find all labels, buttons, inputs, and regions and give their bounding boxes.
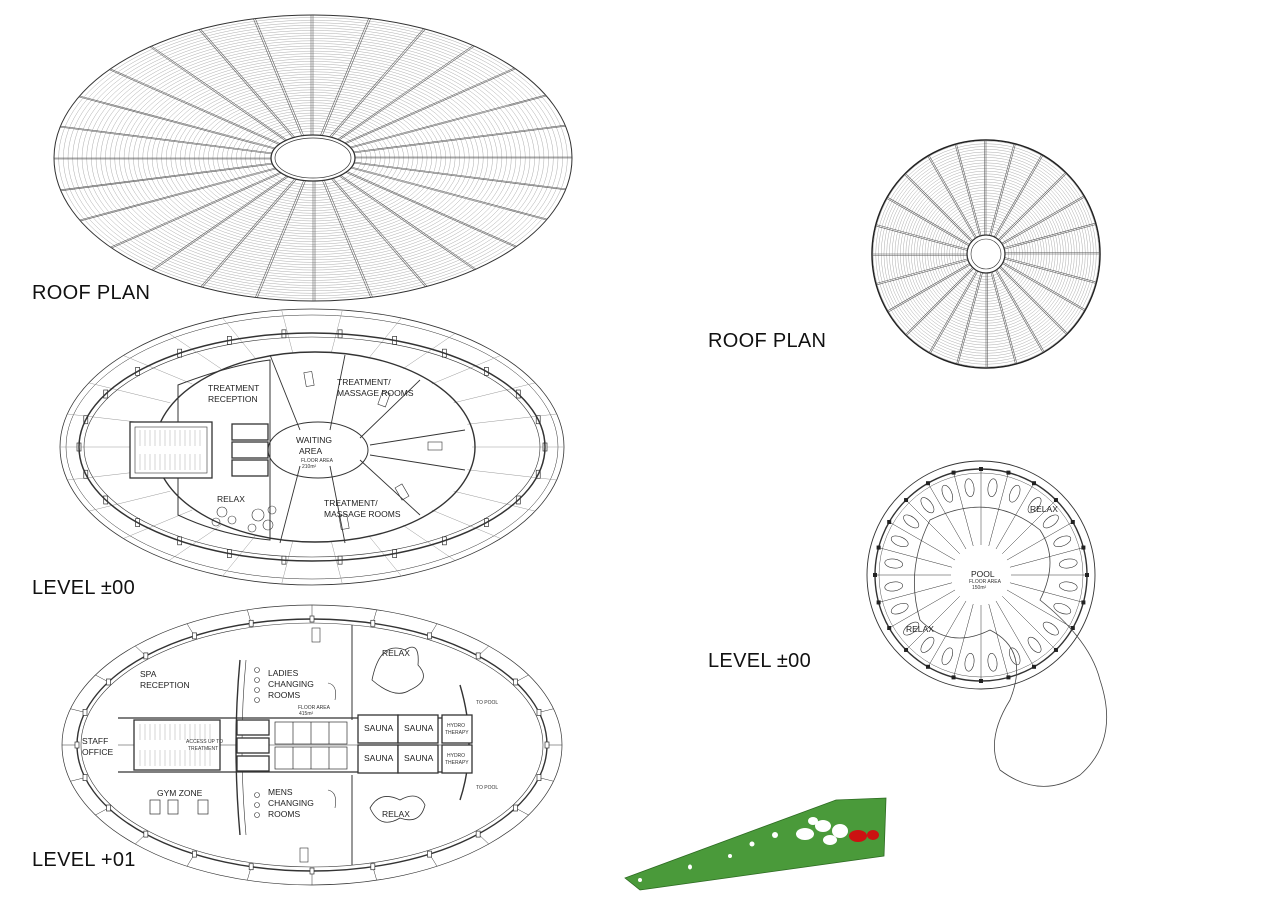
waiting-area-value: 210m² — [302, 464, 317, 470]
pool-label: POOL — [971, 569, 995, 579]
relax-label: RELAX — [217, 494, 245, 504]
level-00-plan-left — [59, 308, 565, 586]
to-pool-bottom-label: TO POOL — [476, 785, 498, 791]
level-00-right-title: LEVEL ±00 — [708, 650, 811, 672]
sauna-2-label: SAUNA — [404, 723, 434, 733]
level-01-left-title: LEVEL +01 — [32, 849, 136, 871]
treatment-bottom-label-1: TREATMENT/ — [324, 498, 378, 508]
level-01-left-labels: SPA RECEPTION LADIES CHANGING ROOMS RELA… — [82, 648, 498, 819]
roof-plan-left — [53, 14, 573, 302]
pool-relax-top-label: RELAX — [1030, 504, 1058, 514]
gym-zone-label: GYM ZONE — [157, 788, 203, 798]
mens-label-3: ROOMS — [268, 809, 300, 819]
staff-office-label-2: OFFICE — [82, 747, 113, 757]
roof-plan-right-title: ROOF PLAN — [708, 330, 826, 352]
spa-reception-label-2: RECEPTION — [140, 680, 190, 690]
mens-label-1: MENS — [268, 787, 293, 797]
level-01-plan-left — [61, 604, 563, 886]
hydro-1-label-1: HYDRO — [447, 723, 465, 729]
site-plan — [624, 797, 887, 891]
staff-office-label-1: STAFF — [82, 736, 108, 746]
hydro-2-label-2: THERAPY — [445, 760, 469, 766]
to-pool-top-label: TO POOL — [476, 700, 498, 706]
ladies-label-1: LADIES — [268, 668, 299, 678]
access-label-1: ACCESS UP TO — [186, 739, 223, 745]
waiting-label-2: AREA — [299, 446, 322, 456]
sauna-4-label: SAUNA — [404, 753, 434, 763]
treatment-reception-label-1: TREATMENT — [208, 383, 259, 393]
hydro-2-label-1: HYDRO — [447, 753, 465, 759]
treatment-top-label-1: TREATMENT/ — [337, 377, 391, 387]
pool-relax-left-label: RELAX — [906, 624, 934, 634]
sauna-3-label: SAUNA — [364, 753, 394, 763]
roof-plan-left-title: ROOF PLAN — [32, 282, 150, 304]
treatment-bottom-label-2: MASSAGE ROOMS — [324, 509, 401, 519]
ladies-label-3: ROOMS — [268, 690, 300, 700]
waiting-label-1: WAITING — [296, 435, 332, 445]
access-label-2: TREATMENT — [188, 746, 218, 752]
roof-plan-right — [871, 139, 1101, 369]
level-00-left-labels: TREATMENT RECEPTION TREATMENT/ MASSAGE R… — [208, 377, 414, 519]
waiting-area-note: FLOOR AREA — [301, 458, 334, 464]
relax-top-label: RELAX — [382, 648, 410, 658]
pool-area-note: FLOOR AREA — [969, 579, 1002, 585]
relax-bottom-label: RELAX — [382, 809, 410, 819]
level-00-left-title: LEVEL ±00 — [32, 577, 135, 599]
spa-reception-label-1: SPA — [140, 669, 157, 679]
mens-label-2: CHANGING — [268, 798, 314, 808]
level-01-area-value: 415m² — [299, 711, 314, 717]
ladies-label-2: CHANGING — [268, 679, 314, 689]
level-00-right-labels: POOL FLOOR AREA 150m² RELAX RELAX — [906, 504, 1058, 634]
sauna-1-label: SAUNA — [364, 723, 394, 733]
level-00-plan-right — [866, 460, 1108, 787]
level-01-area-note: FLOOR AREA — [298, 705, 331, 711]
treatment-reception-label-2: RECEPTION — [208, 394, 258, 404]
pool-area-value: 150m² — [972, 585, 987, 591]
hydro-1-label-2: THERAPY — [445, 730, 469, 736]
treatment-top-label-2: MASSAGE ROOMS — [337, 388, 414, 398]
